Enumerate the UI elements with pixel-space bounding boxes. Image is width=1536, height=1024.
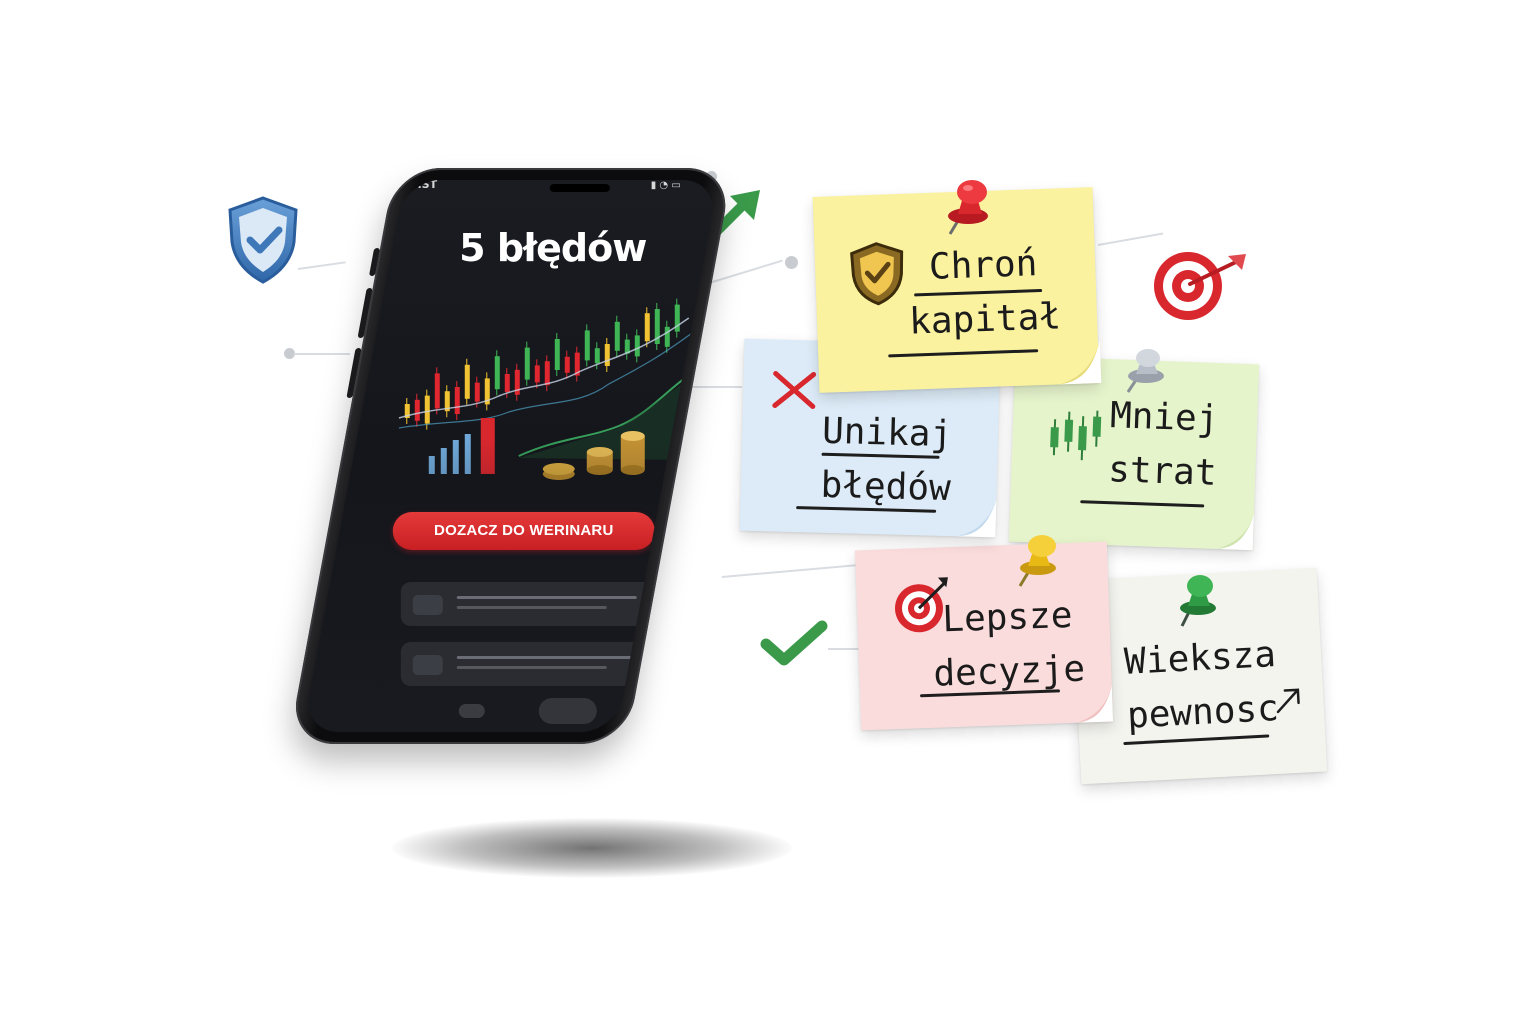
candle-body <box>464 364 470 399</box>
status-carrier: AII.ST <box>400 180 438 191</box>
sticky-note-unikaj-bledow: Unikaj błędów <box>739 338 1001 538</box>
note-text: Unikaj błędów <box>790 404 983 517</box>
candle-body <box>444 391 450 412</box>
note-curl <box>1216 514 1254 551</box>
nav-home-button[interactable] <box>538 698 597 724</box>
candle-body <box>454 387 460 414</box>
connector-line <box>721 564 858 578</box>
list-item[interactable] <box>400 642 673 686</box>
headline: 5 błędów <box>459 226 647 270</box>
candle-body <box>604 344 610 366</box>
candle-body <box>584 330 590 361</box>
candle-body <box>484 378 490 405</box>
nav-button[interactable] <box>458 704 485 718</box>
candle-body <box>494 356 500 390</box>
shield-check-icon <box>228 196 298 284</box>
candle-body <box>624 339 630 354</box>
camera-notch <box>549 184 610 192</box>
candle-body <box>614 321 620 351</box>
connector-line <box>297 261 346 270</box>
list-item[interactable] <box>400 582 673 626</box>
candle-body <box>514 369 520 395</box>
candle-body <box>594 348 600 364</box>
sticky-note-mniej-strat: Mniej strat <box>1008 355 1260 551</box>
note-text: Mniej strat <box>1076 388 1250 502</box>
note-line: strat <box>1107 449 1218 494</box>
pushpin-icon <box>948 180 988 235</box>
candle-body <box>654 309 660 344</box>
candle-body <box>554 339 560 370</box>
target-icon <box>894 577 948 633</box>
phone-side-button <box>368 248 381 276</box>
sticky-note-lepsze-decyzje: Lepsze decyzje <box>854 541 1114 731</box>
candlestick-chart-graphic <box>398 298 699 488</box>
candle-body <box>564 356 570 373</box>
candle-body <box>644 313 650 342</box>
candle-body <box>504 374 510 392</box>
candle-body <box>424 395 430 424</box>
pushpin-icon <box>1180 575 1216 627</box>
pushpin-icon <box>1126 349 1164 393</box>
list-item-text-placeholder <box>456 656 637 659</box>
status-icons: ▮ ◔ ▭ <box>650 180 681 191</box>
check-mark-icon <box>760 620 828 666</box>
note-curl <box>1077 685 1114 723</box>
candle-body <box>574 352 580 376</box>
phone-shadow <box>392 818 792 878</box>
candle-body <box>544 361 550 386</box>
join-webinar-button[interactable]: DOZACZ DO WERINARU <box>392 512 655 550</box>
candle-body <box>414 399 420 421</box>
list-item-thumbnail <box>412 595 443 615</box>
shield-check-icon <box>850 242 904 306</box>
connector-line <box>676 386 742 388</box>
connector-line <box>294 353 350 355</box>
note-line: Chroń <box>928 243 1039 288</box>
candle-body <box>664 326 670 347</box>
phone: AII.ST ▮ ◔ ▭ 5 błędów <box>288 168 733 744</box>
list-item-thumbnail <box>412 655 443 675</box>
x-mark-icon <box>772 371 817 409</box>
sticky-note-wieksza-pewnosc: Wieksza pewnosc <box>1070 567 1328 785</box>
connector-dot <box>284 348 295 359</box>
candle-body <box>404 404 410 418</box>
candle-body <box>534 365 540 383</box>
candle-body <box>674 304 680 332</box>
candle-body <box>434 373 440 409</box>
connector-line <box>828 648 862 650</box>
target-icon <box>1154 252 1246 320</box>
sticky-note-chron-kapital: Chroń kapitał <box>812 187 1102 393</box>
connector-line <box>1097 232 1164 246</box>
list-item-text-placeholder <box>456 596 637 599</box>
pushpin-icon <box>1018 535 1056 587</box>
phone-side-button <box>357 288 373 338</box>
note-curl <box>1059 339 1102 385</box>
phone-screen: AII.ST ▮ ◔ ▭ 5 błędów <box>302 180 719 732</box>
note-line: Mniej <box>1109 395 1220 440</box>
connector-dot <box>785 256 798 269</box>
candle-body <box>634 335 640 357</box>
note-underline <box>1080 500 1205 507</box>
phone-side-button <box>346 348 362 398</box>
arrow-up-right-icon <box>1276 688 1300 714</box>
candle-body <box>524 347 530 380</box>
nav-button[interactable] <box>638 704 665 718</box>
note-curl <box>957 499 997 538</box>
candle-body <box>474 382 480 402</box>
note-underline <box>888 349 1039 357</box>
list-item-text-placeholder <box>456 666 607 669</box>
candlestick-icon <box>1050 410 1102 461</box>
note-line: kapitał <box>908 296 1062 343</box>
list-item-text-placeholder <box>456 606 607 609</box>
